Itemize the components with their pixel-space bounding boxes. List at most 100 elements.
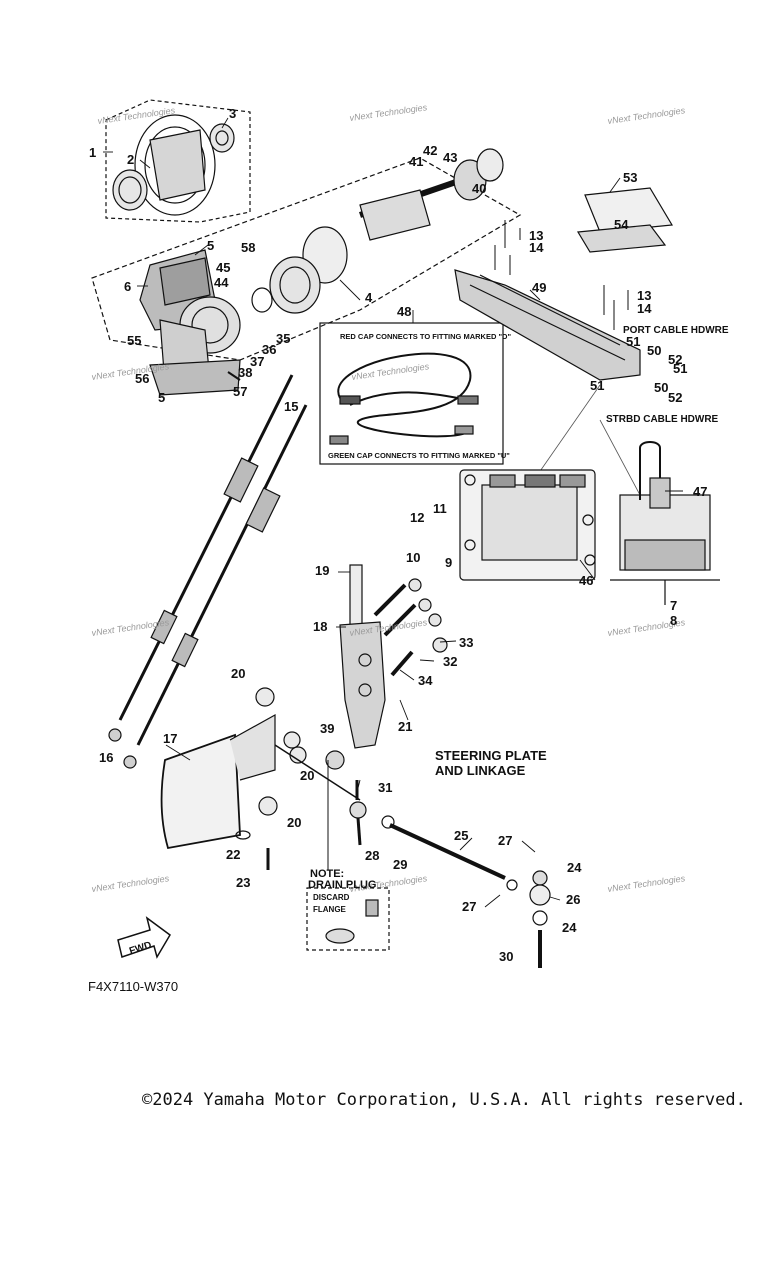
steering-cables	[108, 374, 308, 769]
drain-note-title: NOTE:	[310, 868, 344, 880]
callout-27b: 27	[462, 899, 476, 914]
callout-51: 51	[626, 334, 640, 349]
drain-note-flange: FLANGE	[313, 905, 347, 914]
callouts: 1 2 3 4 5 5 6 7 8 9 10 11 12 13 13 14 14…	[89, 106, 707, 964]
watermark: vNext Technologies	[349, 102, 428, 123]
callout-12: 12	[410, 510, 424, 525]
callout-55: 55	[127, 333, 141, 348]
steering-arm	[339, 564, 448, 749]
callout-5b: 5	[158, 390, 165, 405]
callout-30: 30	[499, 949, 513, 964]
callout-39: 39	[320, 721, 334, 736]
callout-1: 1	[89, 145, 96, 160]
link-rod	[235, 750, 551, 968]
drain-plug-note	[306, 760, 390, 951]
callout-3: 3	[229, 106, 236, 121]
drawing-code: F4X7110-W370	[88, 979, 179, 994]
callout-28: 28	[365, 848, 379, 863]
port-hardware-label: PORT CABLE HDWRE	[623, 325, 729, 336]
callout-24b: 24	[562, 920, 577, 935]
callout-41: 41	[409, 154, 423, 169]
callout-36: 36	[262, 342, 276, 357]
callout-45: 45	[216, 260, 230, 275]
cover-plate	[576, 187, 673, 253]
callout-20: 20	[231, 666, 245, 681]
callout-34: 34	[418, 673, 433, 688]
callout-14: 14	[529, 240, 544, 255]
actuator-unit	[610, 441, 720, 605]
callout-44: 44	[214, 275, 229, 290]
callout-51b: 51	[673, 361, 687, 376]
callout-24: 24	[567, 860, 582, 875]
callout-46: 46	[579, 573, 593, 588]
callout-23: 23	[236, 875, 250, 890]
steering-plate	[160, 687, 361, 850]
callout-58: 58	[241, 240, 255, 255]
callout-8: 8	[670, 613, 677, 628]
callout-2: 2	[127, 152, 134, 167]
watermark: vNext Technologies	[607, 105, 686, 126]
callout-48: 48	[397, 304, 411, 319]
callout-53: 53	[623, 170, 637, 185]
callout-15: 15	[284, 399, 298, 414]
callout-7: 7	[670, 598, 677, 613]
callout-47: 47	[693, 484, 707, 499]
section-title-line2: AND LINKAGE	[435, 763, 526, 778]
callout-43: 43	[443, 150, 457, 165]
leader-lines	[103, 117, 683, 908]
starboard-hardware-label: STRBD CABLE HDWRE	[606, 414, 719, 425]
callout-26: 26	[566, 892, 580, 907]
callout-33: 33	[459, 635, 473, 650]
callout-49: 49	[532, 280, 546, 295]
callout-27: 27	[498, 833, 512, 848]
callout-35: 35	[276, 331, 290, 346]
callout-20c: 20	[287, 815, 301, 830]
callout-13: 13	[529, 228, 543, 243]
callout-19: 19	[315, 563, 329, 578]
callout-16: 16	[99, 750, 113, 765]
steering-cover-assembly	[139, 249, 241, 396]
callout-9: 9	[445, 555, 452, 570]
callout-17: 17	[163, 731, 177, 746]
callout-29: 29	[393, 857, 407, 872]
callout-10: 10	[406, 550, 420, 565]
callout-52b: 52	[668, 390, 682, 405]
control-module	[459, 469, 596, 581]
callout-50b: 50	[654, 380, 668, 395]
mount-bracket	[454, 220, 641, 501]
cable-detail-box	[319, 322, 504, 465]
callout-54: 54	[614, 217, 629, 232]
fwd-arrow-icon	[117, 916, 171, 959]
callout-20b: 20	[300, 768, 314, 783]
callout-51c: 51	[590, 378, 604, 393]
callout-4: 4	[365, 290, 373, 305]
callout-57: 57	[233, 384, 247, 399]
red-cap-note: RED CAP CONNECTS TO FITTING MARKED "D"	[340, 332, 511, 341]
callout-22: 22	[226, 847, 240, 862]
callout-50: 50	[647, 343, 661, 358]
drain-note-subtitle: DRAIN PLUG	[308, 879, 376, 891]
callout-56: 56	[135, 371, 149, 386]
callout-6: 6	[124, 279, 131, 294]
callout-25: 25	[454, 828, 468, 843]
watermark: vNext Technologies	[607, 873, 686, 894]
green-cap-note: GREEN CAP CONNECTS TO FITTING MARKED "U"	[328, 451, 510, 460]
callout-40: 40	[472, 181, 486, 196]
callout-42: 42	[423, 143, 437, 158]
callout-37: 37	[250, 354, 264, 369]
callout-38: 38	[238, 365, 252, 380]
watermark: vNext Technologies	[351, 361, 430, 382]
callout-13b: 13	[637, 288, 651, 303]
callout-14b: 14	[637, 301, 652, 316]
callout-52: 52	[668, 352, 682, 367]
callout-21: 21	[398, 719, 412, 734]
callout-18: 18	[313, 619, 327, 634]
drain-note-discard: DISCARD	[313, 893, 350, 902]
steering-wheel-assembly	[105, 99, 251, 223]
watermark: vNext Technologies	[97, 105, 176, 126]
callout-31: 31	[378, 780, 392, 795]
callout-32: 32	[443, 654, 457, 669]
watermark: vNext Technologies	[91, 873, 170, 894]
steering-column	[91, 148, 522, 361]
